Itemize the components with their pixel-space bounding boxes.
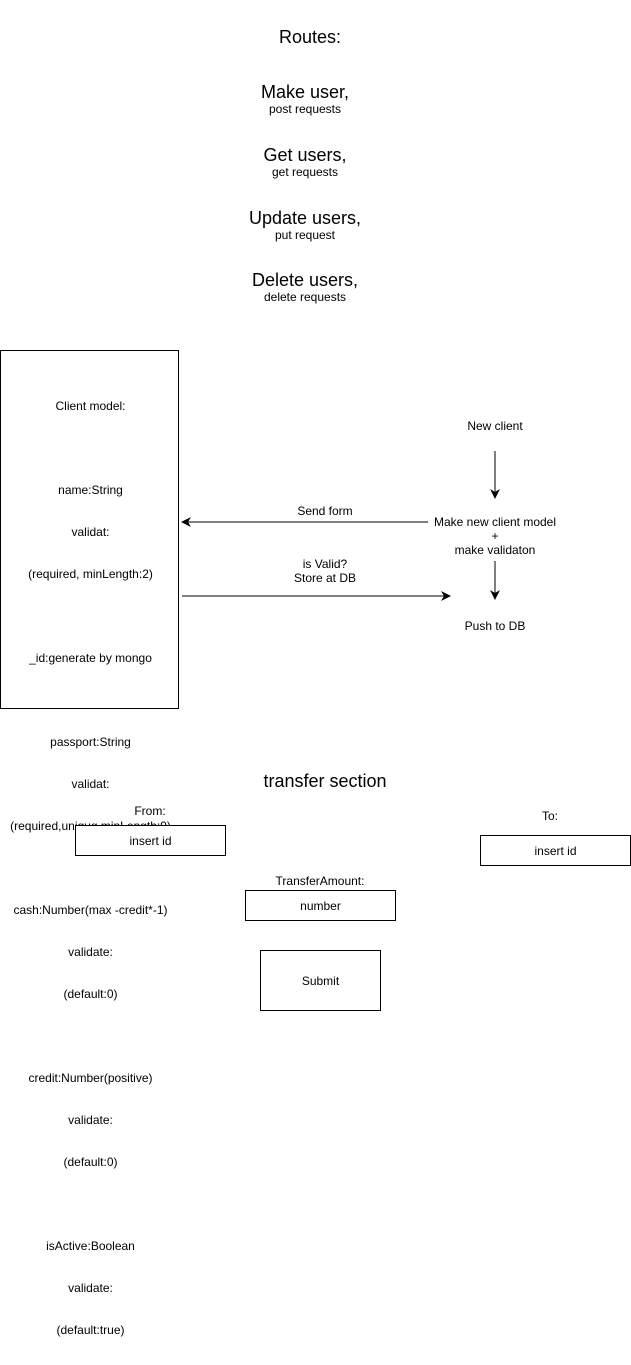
plus-label: + [491,529,499,543]
route-get-users: Get users, get requests [205,145,405,179]
route-title: Get users, [263,145,347,165]
model-line: validat: [71,525,110,539]
transfer-section-title: transfer section [263,771,387,791]
model-line: (default:0) [63,987,118,1001]
push-db-label: Push to DB [464,619,526,633]
send-form-label: Send form [297,504,353,518]
route-subtitle: post requests [268,102,342,116]
to-id-input[interactable] [480,835,631,866]
routes-heading: Routes: [278,27,342,47]
from-label: From: [134,804,166,818]
model-line: name:String [58,483,123,497]
flow-arrows [181,451,500,601]
route-update-users: Update users, put request [205,208,405,242]
model-line: Client model: [55,399,126,413]
model-line: (required, minLength:2) [28,567,153,581]
route-subtitle: delete requests [263,290,347,304]
transfer-amount-label: TransferAmount: [275,874,365,888]
model-line: isActive:Boolean [46,1239,135,1253]
route-title: Make user, [260,82,350,102]
route-subtitle: get requests [271,165,339,179]
model-line: (default:0) [63,1155,118,1169]
make-model-label: Make new client model [433,515,557,529]
transfer-amount-input[interactable] [245,890,396,921]
model-line: validate: [68,1281,113,1295]
model-line [1,1197,180,1211]
model-line [1,1029,180,1043]
new-client-label: New client [467,419,523,433]
route-title: Delete users, [251,270,359,290]
model-line: credit:Number(positive) [28,1071,153,1085]
route-subtitle: put request [274,228,336,242]
from-id-input[interactable] [75,825,226,856]
store-db-label: Store at DB [293,571,357,585]
route-make-user: Make user, post requests [205,82,405,116]
make-validation-label: make validaton [454,543,536,557]
model-line: passport:String [50,735,131,749]
route-title: Update users, [248,208,362,228]
to-label: To: [541,809,558,823]
model-line: validat: [71,777,110,791]
submit-button[interactable]: Submit [260,950,381,1011]
model-line: cash:Number(max -credit*-1) [13,903,168,917]
model-line: _id:generate by mongo [29,651,152,665]
model-line: validate: [68,945,113,959]
model-line: (default:true) [56,1323,125,1337]
model-line: validate: [68,1113,113,1127]
route-delete-users: Delete users, delete requests [205,270,405,304]
is-valid-label: is Valid? [302,557,348,571]
